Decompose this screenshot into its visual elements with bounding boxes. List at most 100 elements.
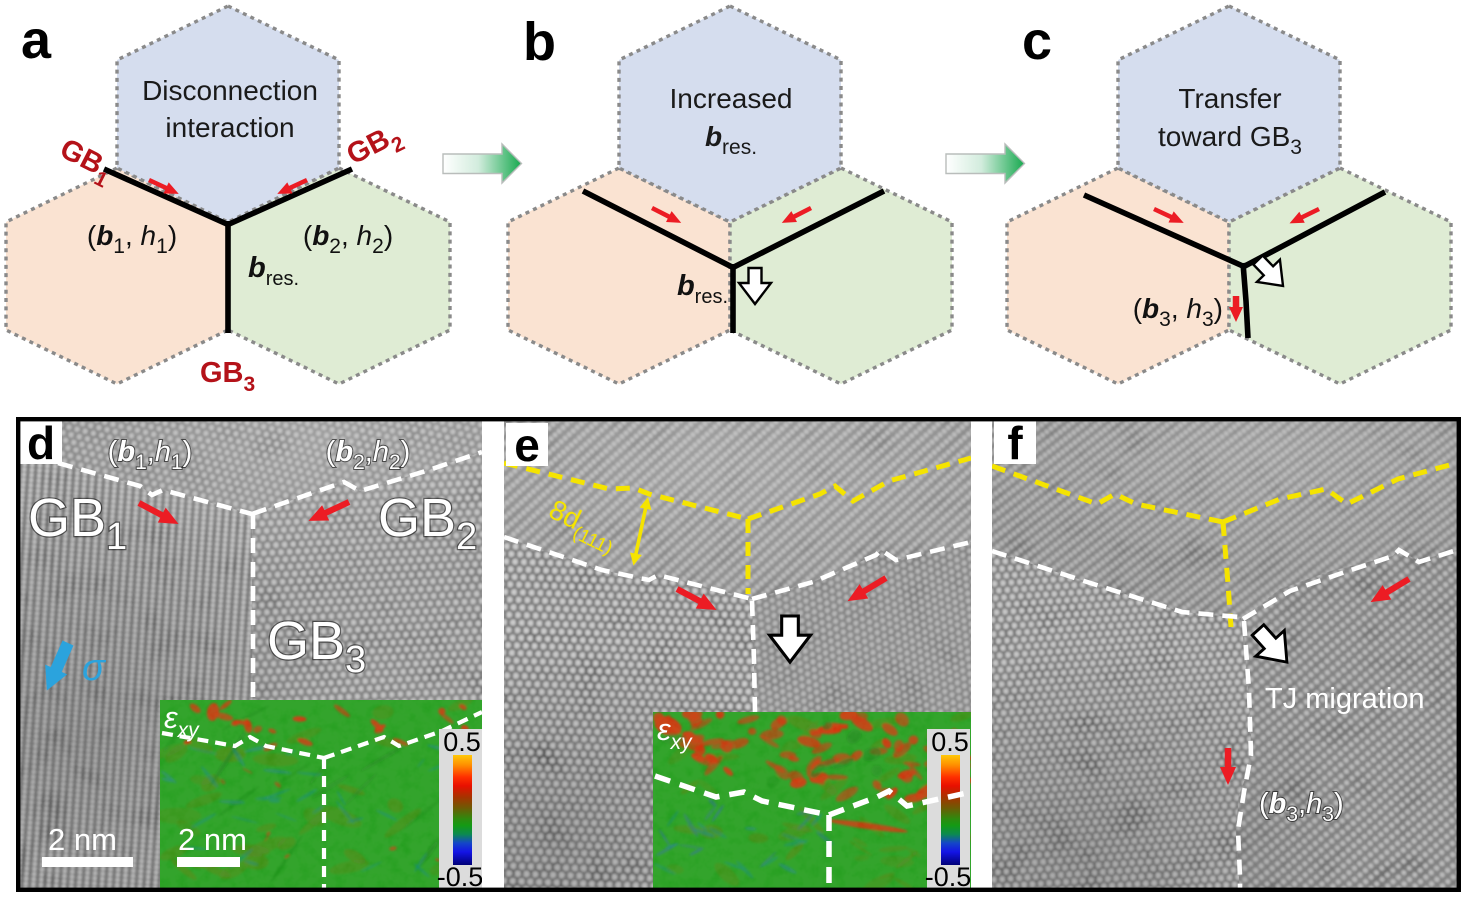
panel-f-b3h3-label-bsub: 3 [1286, 803, 1298, 826]
panel-a-hex-top-label-line2: interaction [165, 112, 294, 143]
panel-d-inset-eps-label: εxy [164, 700, 200, 742]
panel-e-inset-noise [653, 712, 971, 888]
panel-b-hex-top-label-line1: Increased [670, 83, 793, 114]
panel-e-bres-arrow [766, 614, 814, 665]
panel-a-b1h1-label-h: h [141, 220, 157, 251]
panel-c-disconnection-arrow-left-head [1168, 211, 1184, 223]
panel-f-b3h3-label: (b3,h3) [1259, 788, 1344, 826]
panel-d-disconnection-arrow-left-head [157, 507, 179, 525]
panel-b-gb1-line [581, 188, 736, 271]
panel-f-b3h3-label-h: h [1306, 788, 1322, 820]
panel-a-disconnection-arrow-right-head [277, 182, 293, 194]
panel-b-gb2-line [730, 188, 886, 271]
panel-d-disconnection-arrow-right [308, 499, 351, 521]
panel-d-inset-scalebar-label: 2 nm [178, 822, 247, 857]
panel-d-gb2-label-sub: 2 [456, 516, 477, 558]
panel-f-tj-arrow [1250, 622, 1289, 664]
panel-f-gb1-dashed [992, 548, 1240, 620]
panel-d-colorbar-min: -0.5 [437, 862, 484, 892]
panel-d-gb1-label: GB1 [28, 488, 127, 558]
panel-f-b3-arrow [1220, 748, 1236, 785]
panel-c-b3h3-label-close: ) [1214, 293, 1223, 324]
panel-e-dspacing-arrow-head-top [639, 497, 652, 510]
panel-e-inset-eps-label: εxy [657, 712, 693, 754]
panel-b-letter: b [523, 12, 556, 72]
panel-d-b1h1-label: (b1,h1) [108, 436, 193, 474]
panel-c-hex-line2-sub: 3 [1290, 136, 1302, 159]
panel-a-b1h1-label-close: ) [168, 220, 177, 251]
panel-c-disconnection-arrow-right-head [1289, 211, 1305, 224]
panel-d-inset-gb-left-dashed [161, 730, 325, 761]
panel-c-hex-top-label-line2: toward GB3 [1158, 121, 1302, 159]
panel-e-disconnection-arrow-right [847, 575, 888, 602]
panel-d-gb2-label: GB2 [378, 488, 477, 558]
panel-d-b2h2-label-sep: , [365, 436, 373, 468]
panel-d-gb3-label: GB3 [267, 611, 366, 681]
panel-d-eps-sub: xy [177, 719, 201, 742]
panel-c-b3h3-label-b: b [1142, 293, 1159, 324]
panel-a-b1h1-label-bsub: 1 [113, 235, 125, 258]
panel-b-bres-label-b: b [677, 270, 695, 302]
panel-f-gb2-dashed [1241, 547, 1457, 621]
panel-d-inset-gb-right-dashed [323, 710, 482, 760]
panel-d-scalebar [42, 857, 133, 867]
panel-d-eps-main: ε [164, 700, 178, 735]
panel-c-transfer-arrow [1251, 253, 1285, 288]
panel-b-disconnection-arrow-left [650, 205, 682, 223]
panel-e-disconnection-arrow-left-shaft [675, 586, 703, 605]
transition-arrow-2 [945, 142, 1026, 185]
panel-a-disconnection-arrow-right [277, 177, 308, 194]
panel-a-bres-label: bres. [248, 252, 299, 290]
panel-d-gb3-label-sub: 3 [345, 639, 366, 681]
panel-d-inset-scalebar [177, 857, 240, 867]
panel-a-disconnection-arrow-left [148, 177, 179, 194]
panel-a-bres-label-b: b [248, 252, 266, 284]
panel-e-original-gb2-dashed [747, 455, 971, 522]
panel-d-b1h1-label-sep: , [147, 436, 155, 468]
panel-f-original-gb2-dashed [1222, 460, 1457, 525]
panel-e-colorbar-gradient [941, 755, 960, 865]
panel-c-hex-line2-main: toward GB [1158, 121, 1290, 152]
panel-e-disconnection-arrow-left-head [695, 593, 717, 611]
panel-d-sigma-arrow [45, 640, 74, 691]
panel-e-dspacing-arrow-line [633, 505, 648, 558]
panel-d-b1h1-label-b: b [117, 436, 135, 468]
panel-e-disconnection-arrow-right-shaft [861, 575, 888, 595]
panel-b-disconnection-arrow-right [781, 205, 813, 223]
panel-f-gb3-dashed [1235, 620, 1254, 888]
panel-d-sigma-arrow-head [45, 664, 68, 691]
panel-d-gb1-label-main: GB [28, 488, 106, 548]
panel-d-gb2-label-main: GB [378, 488, 456, 548]
panel-c-b3h3-label: (b3, h3) [1133, 293, 1223, 331]
panel-d-b2h2-label-bsub: 2 [353, 451, 365, 474]
panel-a-b2h2-label-open: ( [303, 220, 313, 251]
panel-a-b2h2-label-b: b [312, 220, 329, 251]
panel-c-disconnection-arrow-right-shaft [1300, 206, 1320, 220]
panel-a-disconnection-arrow-right-shaft [288, 177, 308, 191]
panel-b-disconnection-arrow-right-shaft [792, 205, 813, 219]
panel-d-b1h1-label-bsub: 1 [135, 451, 147, 474]
panel-c-disconnection-arrow-left-shaft [1153, 206, 1173, 220]
panel-f-disconnection-arrow-right-shaft [1384, 576, 1411, 596]
panel-e-letter: e [514, 419, 540, 471]
panel-d-b2h2-label: (b2,h2) [326, 436, 411, 474]
panel-f-disconnection-arrow-right-head [1370, 585, 1392, 603]
panel-c-b3h3-label-hsub: 3 [1202, 308, 1214, 331]
panel-a-disconnection-arrow-left-shaft [148, 177, 168, 191]
panel-a-hex-top-label-line1: Disconnection [142, 75, 318, 106]
panel-f-letter: f [1007, 417, 1023, 469]
panel-a-b2h2-label-close: ) [384, 220, 393, 251]
panel-c-b3h3-label-sep: , [1171, 293, 1187, 324]
panel-c-disconnection-arrow-left [1153, 206, 1184, 223]
panel-a-b2h2-label-h: h [357, 220, 373, 251]
panel-a-b2h2-label-bsub: 2 [329, 235, 341, 258]
panel-c-b3h3-label-open: ( [1133, 293, 1143, 324]
panel-c-b3-arrow-head [1229, 307, 1243, 322]
panel-d-letter: d [27, 417, 55, 469]
panel-f-b3h3-label-sep: , [1298, 788, 1306, 820]
panel-d-b2h2-label-open: ( [326, 436, 336, 468]
panel-f-b3h3-label-open: ( [1259, 788, 1269, 820]
panel-a-grain-bottomright-hex [226, 166, 452, 386]
